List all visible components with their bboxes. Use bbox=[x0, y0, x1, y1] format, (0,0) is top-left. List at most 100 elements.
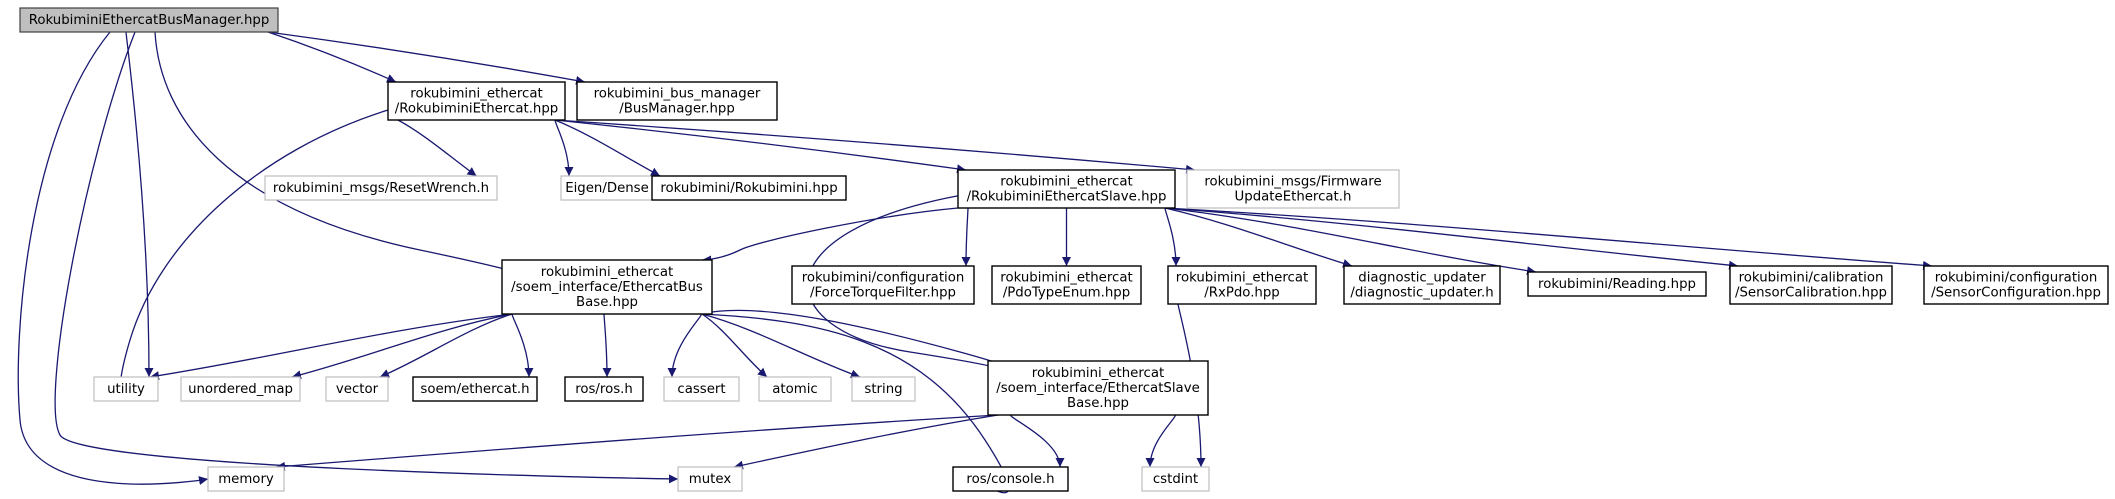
node-box bbox=[1141, 466, 1210, 492]
edge-slavebase-to-console bbox=[1009, 414, 1065, 468]
node-label: rokubimini_ethercat bbox=[410, 87, 542, 102]
edge-rxpdo-to-cstdint bbox=[1177, 303, 1206, 468]
node-label: Base.hpp bbox=[576, 295, 638, 310]
edge-rethercat-to-resetwrench bbox=[397, 119, 477, 177]
node-string[interactable]: string bbox=[851, 376, 916, 402]
node-box bbox=[1186, 169, 1400, 209]
node-box bbox=[501, 259, 713, 315]
node-busmanager[interactable]: rokubimini_bus_manager/BusManager.hpp bbox=[576, 81, 778, 121]
node-box bbox=[264, 175, 498, 201]
node-box bbox=[93, 376, 159, 402]
node-box bbox=[952, 466, 1069, 492]
node-label: rokubimini/Rokubimini.hpp bbox=[660, 181, 837, 196]
node-box bbox=[957, 169, 1176, 209]
node-rokubimini[interactable]: rokubimini/Rokubimini.hpp bbox=[651, 175, 847, 201]
node-label: UpdateEthercat.h bbox=[1235, 190, 1352, 205]
edge-main-to-utility bbox=[125, 31, 154, 378]
edge-main-to-busmanager bbox=[267, 31, 586, 85]
node-console[interactable]: ros/console.h bbox=[952, 466, 1069, 492]
node-mutex[interactable]: mutex bbox=[677, 466, 743, 492]
node-label: /RokubiminiEthercatSlave.hpp bbox=[967, 190, 1167, 205]
node-box bbox=[412, 376, 538, 402]
node-label: /soem_interface/EthercatSlave bbox=[996, 381, 1200, 396]
node-calib[interactable]: rokubimini/calibration/SensorCalibration… bbox=[1729, 265, 1893, 305]
node-label: rokubimini_ethercat bbox=[1176, 271, 1308, 286]
edges-layer bbox=[17, 31, 1933, 494]
node-pdotype[interactable]: rokubimini_ethercat/PdoTypeEnum.hpp bbox=[991, 265, 1142, 305]
edge-slave-to-busbase bbox=[701, 207, 959, 265]
node-label: atomic bbox=[772, 382, 817, 397]
node-label: /diagnostic_updater.h bbox=[1350, 286, 1493, 301]
node-label: /soem_interface/EthercatBus bbox=[511, 280, 703, 295]
node-resetwrench[interactable]: rokubimini_msgs/ResetWrench.h bbox=[264, 175, 498, 201]
node-label: rokubimini/Reading.hpp bbox=[1538, 277, 1696, 292]
node-box bbox=[991, 265, 1142, 305]
node-rxpdo[interactable]: rokubimini_ethercat/RxPdo.hpp bbox=[1167, 265, 1317, 305]
node-label: /PdoTypeEnum.hpp bbox=[1003, 286, 1130, 301]
node-diag[interactable]: diagnostic_updater/diagnostic_updater.h bbox=[1343, 265, 1501, 305]
node-box bbox=[1167, 265, 1317, 305]
node-ftfilter[interactable]: rokubimini/configuration/ForceTorqueFilt… bbox=[791, 265, 975, 305]
node-label: ros/ros.h bbox=[575, 382, 633, 397]
node-label: RokubiminiEthercatBusManager.hpp bbox=[29, 13, 270, 28]
node-box bbox=[180, 376, 301, 402]
edge-busbase-to-vector bbox=[379, 313, 513, 378]
edge-slavebase-to-cstdint bbox=[1145, 414, 1177, 468]
node-box bbox=[677, 466, 743, 492]
node-box bbox=[651, 175, 847, 201]
node-slave[interactable]: rokubimini_ethercat/RokubiminiEthercatSl… bbox=[957, 169, 1176, 209]
edge-busbase-to-atomic bbox=[701, 313, 768, 378]
node-unordered_map[interactable]: unordered_map bbox=[180, 376, 301, 402]
node-soem[interactable]: soem/ethercat.h bbox=[412, 376, 538, 402]
node-ros[interactable]: ros/ros.h bbox=[564, 376, 644, 402]
node-rethercat[interactable]: rokubimini_ethercat/RokubiminiEthercat.h… bbox=[387, 81, 566, 121]
edge-busbase-to-ros bbox=[602, 313, 612, 378]
node-box bbox=[851, 376, 916, 402]
node-label: memory bbox=[218, 472, 274, 487]
node-box bbox=[1729, 265, 1893, 305]
edge-main-to-mutex bbox=[54, 31, 679, 484]
node-label: rokubimini_msgs/ResetWrench.h bbox=[273, 181, 489, 196]
node-label: cstdint bbox=[1153, 472, 1198, 487]
node-label: rokubimini/configuration bbox=[802, 271, 965, 286]
node-box bbox=[564, 376, 644, 402]
edge-busbase-to-soem bbox=[511, 313, 534, 378]
node-box bbox=[560, 175, 654, 201]
node-label: rokubimini_ethercat bbox=[541, 265, 673, 280]
node-label: /RokubiminiEthercat.hpp bbox=[395, 102, 558, 117]
node-label: vector bbox=[336, 382, 379, 397]
node-box bbox=[1343, 265, 1501, 305]
node-memory[interactable]: memory bbox=[207, 466, 285, 492]
node-label: rokubimini_bus_manager bbox=[594, 87, 761, 102]
node-label: Eigen/Dense bbox=[565, 181, 649, 196]
node-vector[interactable]: vector bbox=[325, 376, 389, 402]
node-utility[interactable]: utility bbox=[93, 376, 159, 402]
node-box bbox=[325, 376, 389, 402]
node-label: /SensorCalibration.hpp bbox=[1735, 286, 1887, 301]
node-label: diagnostic_updater bbox=[1358, 271, 1486, 286]
node-busbase[interactable]: rokubimini_ethercat/soem_interface/Ether… bbox=[501, 259, 713, 315]
node-box bbox=[987, 360, 1209, 416]
node-box bbox=[663, 376, 740, 402]
edge-slave-to-reading bbox=[1164, 207, 1537, 276]
node-label: rokubimini_ethercat bbox=[1000, 175, 1132, 190]
node-label: rokubimini_ethercat bbox=[1032, 366, 1164, 381]
node-sensorconf[interactable]: rokubimini/configuration/SensorConfigura… bbox=[1923, 265, 2109, 305]
edge-rethercat-to-eigen bbox=[554, 119, 574, 177]
node-atomic[interactable]: atomic bbox=[758, 376, 832, 402]
node-label: rokubimini_ethercat bbox=[1000, 271, 1132, 286]
edge-busbase-to-utility bbox=[149, 313, 513, 381]
node-cstdint[interactable]: cstdint bbox=[1141, 466, 1210, 492]
edge-slave-to-diag bbox=[1164, 207, 1353, 268]
nodes-layer: RokubiminiEthercatBusManager.hpp rokubimi… bbox=[19, 7, 2109, 492]
edge-slavebase-to-mutex bbox=[733, 414, 999, 470]
node-main[interactable]: RokubiminiEthercatBusManager.hpp bbox=[19, 7, 279, 33]
node-reading[interactable]: rokubimini/Reading.hpp bbox=[1527, 271, 1707, 297]
node-eigen[interactable]: Eigen/Dense bbox=[560, 175, 654, 201]
node-label: rokubimini_msgs/Firmware bbox=[1204, 175, 1381, 190]
node-slavebase[interactable]: rokubimini_ethercat/soem_interface/Ether… bbox=[987, 360, 1209, 416]
node-label: Base.hpp bbox=[1067, 396, 1129, 411]
node-cassert[interactable]: cassert bbox=[663, 376, 740, 402]
